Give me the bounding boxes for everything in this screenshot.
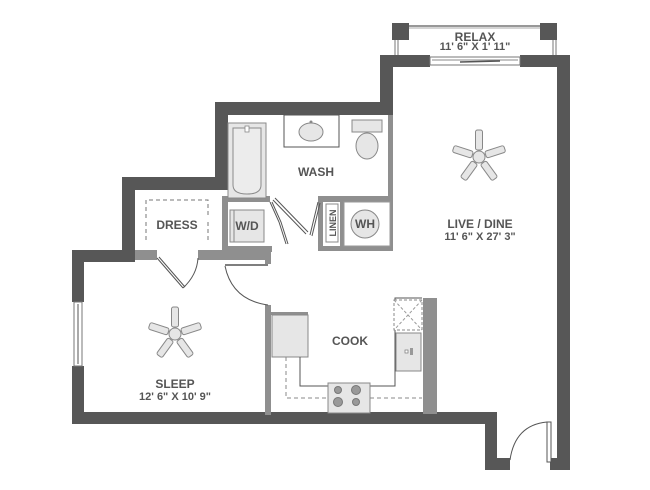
washer-dryer xyxy=(229,209,265,243)
room-label-wd: W/D xyxy=(235,219,259,233)
ceiling-fan-sleep xyxy=(148,306,202,358)
balcony xyxy=(392,23,557,55)
kitchen-fixtures xyxy=(271,297,423,414)
room-label-live-dine: LIVE / DINE xyxy=(447,217,513,231)
balcony-slider xyxy=(429,56,521,66)
sleep-window xyxy=(73,301,83,367)
ceiling-fan-live xyxy=(452,129,506,181)
room-dims-sleep: 12' 6" X 10' 9" xyxy=(139,391,211,403)
room-label-linen: LINEN xyxy=(328,209,338,237)
room-label-relax: RELAX xyxy=(454,30,496,44)
room-dims-live-dine: 11' 6" X 27' 3" xyxy=(444,231,516,243)
room-label-wh: WH xyxy=(355,217,375,231)
room-label-dress: DRESS xyxy=(156,218,198,232)
linen-closet xyxy=(325,203,339,243)
exterior-walls xyxy=(72,55,570,470)
room-label-cook: COOK xyxy=(332,334,368,348)
dress-shelving xyxy=(145,199,209,242)
room-dims-relax: 11' 6" X 1' 11" xyxy=(439,41,511,53)
room-label-wash: WASH xyxy=(298,165,334,179)
doors xyxy=(156,197,552,463)
room-label-sleep: SLEEP xyxy=(155,377,195,391)
vanity-sink xyxy=(283,114,340,148)
interior-walls xyxy=(135,115,437,415)
bathtub xyxy=(227,122,267,199)
water-heater xyxy=(343,201,391,247)
toilet xyxy=(351,119,383,160)
